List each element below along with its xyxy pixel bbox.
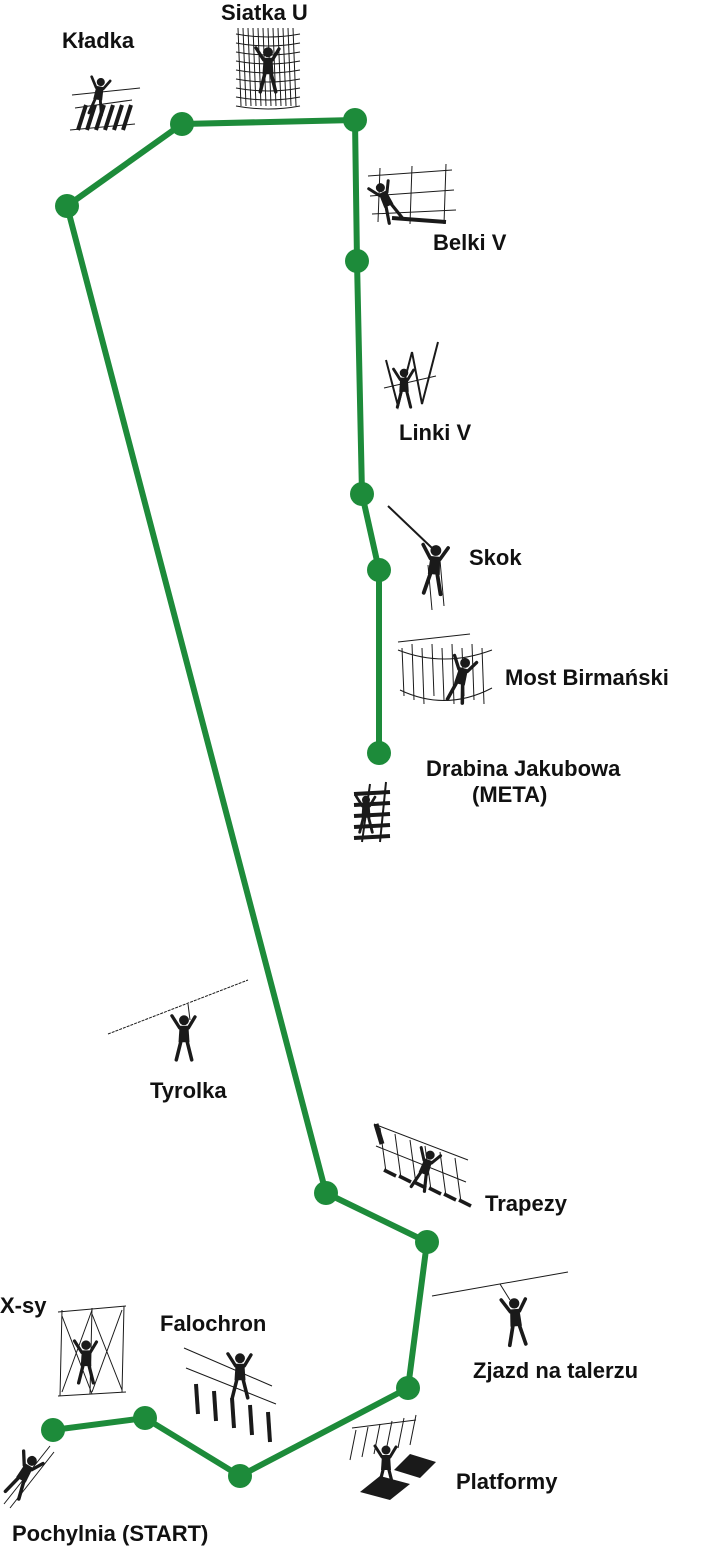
route-node — [55, 194, 79, 218]
breakwater-icon — [183, 1347, 277, 1443]
route-nodes — [41, 108, 439, 1488]
label-tyrolka: Tyrolka — [150, 1078, 227, 1103]
ramp-icon — [3, 1445, 55, 1509]
route-node — [367, 558, 391, 582]
label-zjazd-na-talerzu: Zjazd na talerzu — [473, 1358, 639, 1383]
label-siatka-u: Siatka U — [221, 0, 308, 25]
route-node — [170, 112, 194, 136]
route-node — [396, 1376, 420, 1400]
platforms-icon — [349, 1414, 436, 1500]
label-skok: Skok — [469, 545, 522, 570]
label-pochylnia-start: Pochylnia (START) — [12, 1521, 209, 1546]
burmese-bridge-icon — [397, 633, 493, 705]
trapeze-icon — [373, 1123, 472, 1208]
label-platformy: Platformy — [456, 1469, 558, 1494]
jump-icon — [387, 505, 450, 611]
route-node — [133, 1406, 157, 1430]
v-beams-icon — [367, 163, 457, 225]
label-kladka: Kładka — [62, 28, 135, 53]
label-most-birmanski: Most Birmański — [505, 665, 669, 690]
route-node — [367, 741, 391, 765]
label-trapezy: Trapezy — [485, 1191, 567, 1216]
label-linki-v: Linki V — [399, 420, 472, 445]
route-node — [314, 1181, 338, 1205]
jacob-ladder-icon — [353, 781, 391, 843]
route-node — [345, 249, 369, 273]
label-falochron: Falochron — [160, 1311, 267, 1336]
obstacle-icons — [3, 27, 569, 1509]
label-belki-v: Belki V — [433, 230, 507, 255]
label-drabina-jakubowa-name: Drabina Jakubowa — [426, 756, 621, 781]
route-node — [228, 1464, 252, 1488]
v-ropes-icon — [383, 341, 439, 410]
x-ropes-icon — [57, 1305, 127, 1397]
route-node — [41, 1418, 65, 1442]
route-node — [415, 1230, 439, 1254]
route-node — [350, 482, 374, 506]
u-net-icon — [235, 27, 301, 110]
footbridge-icon — [69, 75, 141, 131]
plate-slide-icon — [431, 1271, 569, 1348]
label-drabina-jakubowa: Drabina Jakubowa (META) — [426, 756, 620, 808]
route-node — [343, 108, 367, 132]
route-path — [50, 117, 430, 1479]
label-meta: (META) — [472, 782, 548, 807]
label-x-sy: X-sy — [0, 1293, 47, 1318]
zipline-icon — [107, 979, 249, 1062]
